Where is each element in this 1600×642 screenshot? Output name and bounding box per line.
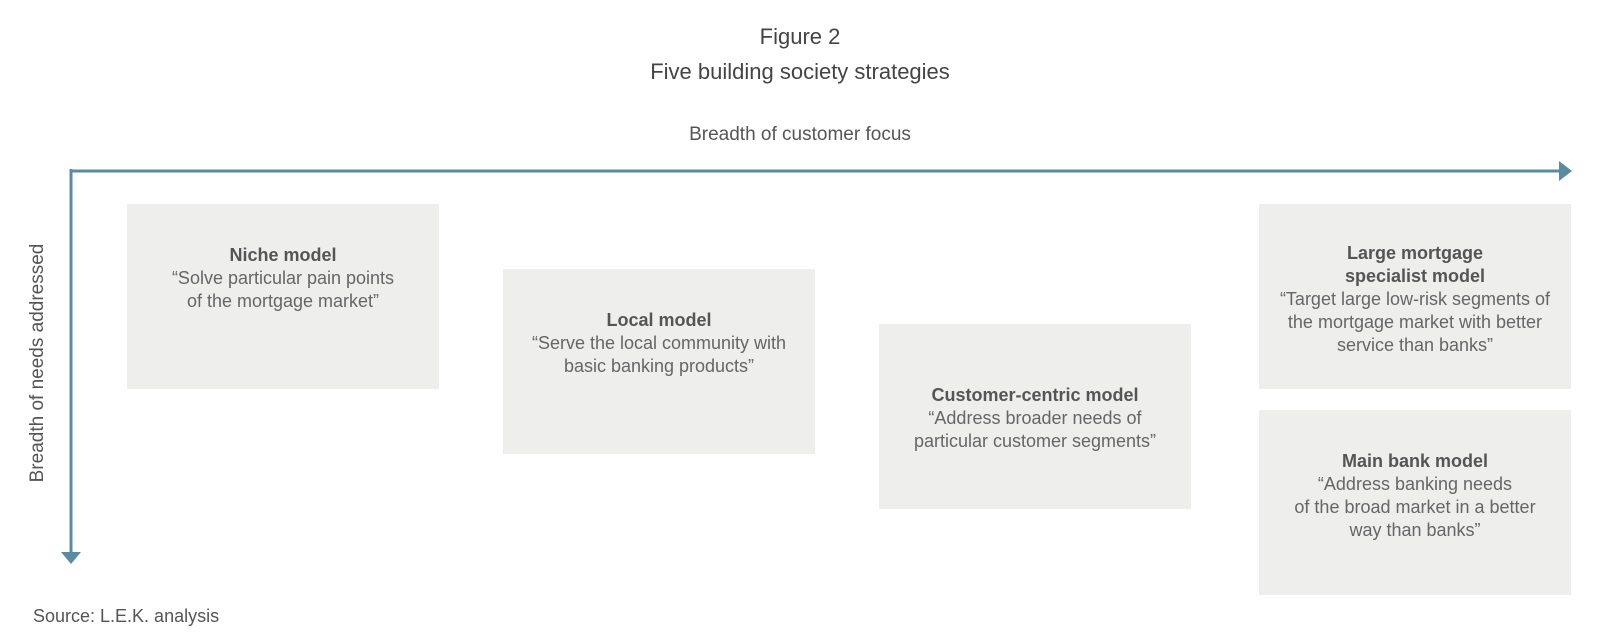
box-title: Local model [606,310,712,330]
large-mortgage-specialist-model-box: Large mortgage specialist model “Target … [1259,204,1571,389]
x-axis-arrowhead [1559,161,1572,181]
figure-number: Figure 2 [759,24,841,49]
box-title: Large mortgage specialist model [1344,243,1486,286]
box-title: Main bank model [1341,451,1489,471]
box-title: Niche model [229,245,337,265]
local-model-box: Local model “Serve the local community w… [503,269,815,454]
box-description: “Address broader needs of particular cus… [913,408,1157,451]
figure-title: Five building society strategies [650,59,950,84]
box-title: Customer-centric model [931,385,1139,405]
x-axis-label: Breadth of customer focus [689,124,911,145]
source-note: Source: L.E.K. analysis [33,606,220,626]
box-description: “Address banking needs of the broad mark… [1294,474,1536,540]
box-description: “Solve particular pain points of the mor… [171,268,395,311]
y-axis-arrowhead [61,552,81,564]
box-description: “Target large low-risk segments of the m… [1279,289,1551,355]
customer-centric-model-box: Customer-centric model “Address broader … [879,324,1191,509]
box-description: “Serve the local community with basic ba… [531,333,787,376]
main-bank-model-box: Main bank model “Address banking needs o… [1259,410,1571,595]
niche-model-box: Niche model “Solve particular pain point… [127,204,439,389]
